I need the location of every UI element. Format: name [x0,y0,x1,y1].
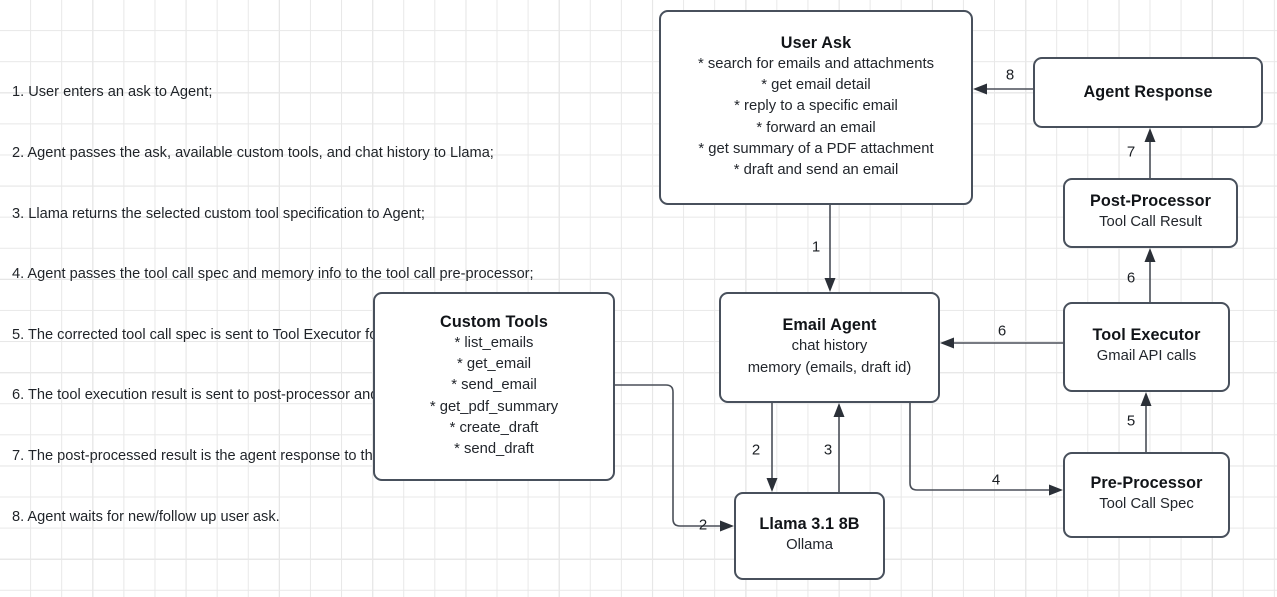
edge-label-2-tools-llama: 2 [698,516,708,534]
node-user-ask[interactable]: User Ask * search for emails and attachm… [659,10,973,205]
edge-label-6-agent: 6 [997,322,1007,340]
node-agent-response-title: Agent Response [1083,83,1213,101]
edge-label-2-agent-llama: 2 [751,441,761,459]
node-user-ask-line-5: * get summary of a PDF attachment [698,140,934,157]
edge-label-8: 8 [1005,66,1015,84]
node-pre-processor-line-1: Tool Call Spec [1099,496,1194,513]
edge-email-agent-to-llama [766,403,778,492]
node-custom-tools-line-4: * get_pdf_summary [429,398,559,415]
node-custom-tools-title: Custom Tools [440,312,548,331]
node-llama[interactable]: Llama 3.1 8B Ollama [734,492,885,580]
edge-label-3: 3 [823,441,833,459]
node-post-processor[interactable]: Post-Processor Tool Call Result [1063,178,1238,248]
node-user-ask-line-6: * draft and send an email [733,162,899,179]
edge-post-processor-to-agent-response [1144,128,1156,178]
node-user-ask-title: User Ask [780,33,852,52]
node-user-ask-line-1: * search for emails and attachments [697,55,935,72]
node-llama-line-1: Ollama [786,537,833,554]
node-email-agent-line-1: chat history [791,338,868,355]
legend-step-4: 4. Agent passes the tool call spec and m… [12,266,534,283]
edge-label-6-post: 6 [1126,269,1136,287]
node-custom-tools-line-5: * create_draft [449,419,539,436]
node-post-processor-title: Post-Processor [1089,192,1212,211]
edge-pre-processor-to-tool-executor [1140,392,1152,452]
node-custom-tools-line-3: * send_email [451,377,537,394]
edge-tool-executor-to-post-processor [1144,248,1156,302]
node-tool-executor-line-1: Gmail API calls [1096,348,1197,365]
node-custom-tools-line-2: * get_email [456,355,532,372]
edge-custom-tools-to-llama [615,384,734,532]
node-user-ask-line-2: * get email detail [761,76,871,93]
edge-user-ask-to-email-agent [824,205,836,292]
node-user-ask-line-3: * reply to a specific email [734,98,898,115]
legend-step-3: 3. Llama returns the selected custom too… [12,205,425,222]
node-post-processor-line-1: Tool Call Result [1099,214,1202,231]
edge-label-7: 7 [1126,143,1136,161]
node-user-ask-line-4: * forward an email [756,119,876,136]
node-email-agent-title: Email Agent [782,316,877,335]
node-llama-title: Llama 3.1 8B [759,515,860,534]
edge-label-4: 4 [991,471,1001,489]
node-tool-executor[interactable]: Tool Executor Gmail API calls [1063,302,1230,392]
edge-email-agent-to-pre-processor [909,403,1063,496]
node-pre-processor[interactable]: Pre-Processor Tool Call Spec [1063,452,1230,538]
node-custom-tools-line-6: * send_draft [454,441,534,458]
node-email-agent-line-2: memory (emails, draft id) [747,359,912,376]
edge-agent-response-to-user-ask [973,83,1033,95]
node-pre-processor-title: Pre-Processor [1090,474,1203,493]
node-email-agent[interactable]: Email Agent chat history memory (emails,… [719,292,940,403]
legend-step-2: 2. Agent passes the ask, available custo… [12,145,494,162]
node-tool-executor-title: Tool Executor [1092,326,1201,345]
legend-step-8: 8. Agent waits for new/follow up user as… [12,508,280,525]
node-agent-response[interactable]: Agent Response [1033,57,1263,128]
edge-tool-executor-to-email-agent [940,337,1063,349]
node-custom-tools-line-1: * list_emails [454,334,534,351]
legend-step-1: 1. User enters an ask to Agent; [12,84,213,101]
edge-label-5: 5 [1126,412,1136,430]
edge-label-1: 1 [811,238,821,256]
node-custom-tools[interactable]: Custom Tools * list_emails * get_email *… [373,292,615,481]
edge-llama-to-email-agent [833,403,845,492]
